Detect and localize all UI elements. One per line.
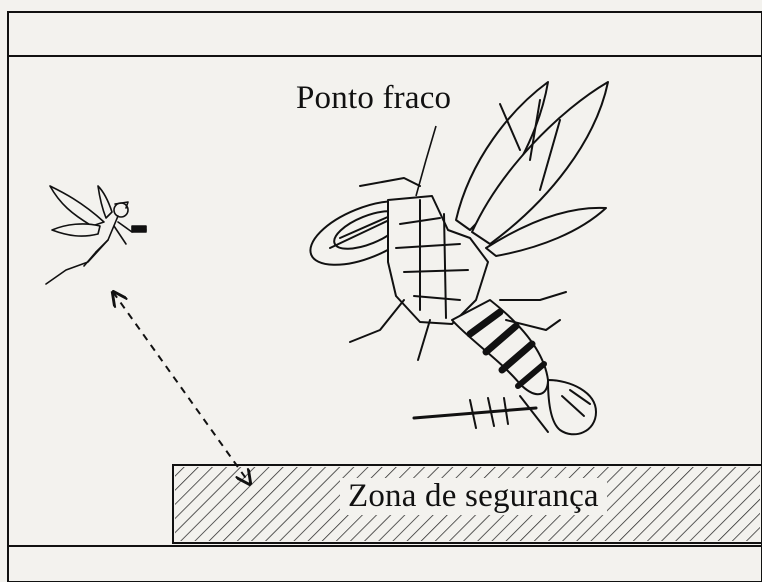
safe-zone-label: Zona de segurança (340, 478, 607, 515)
fairy-sprite-icon (45, 185, 147, 285)
weak-point-pointer (415, 125, 437, 197)
armored-wasp-icon (309, 81, 609, 436)
weak-point-label: Ponto fraco (296, 80, 452, 116)
distance-arrow-icon (113, 292, 250, 484)
